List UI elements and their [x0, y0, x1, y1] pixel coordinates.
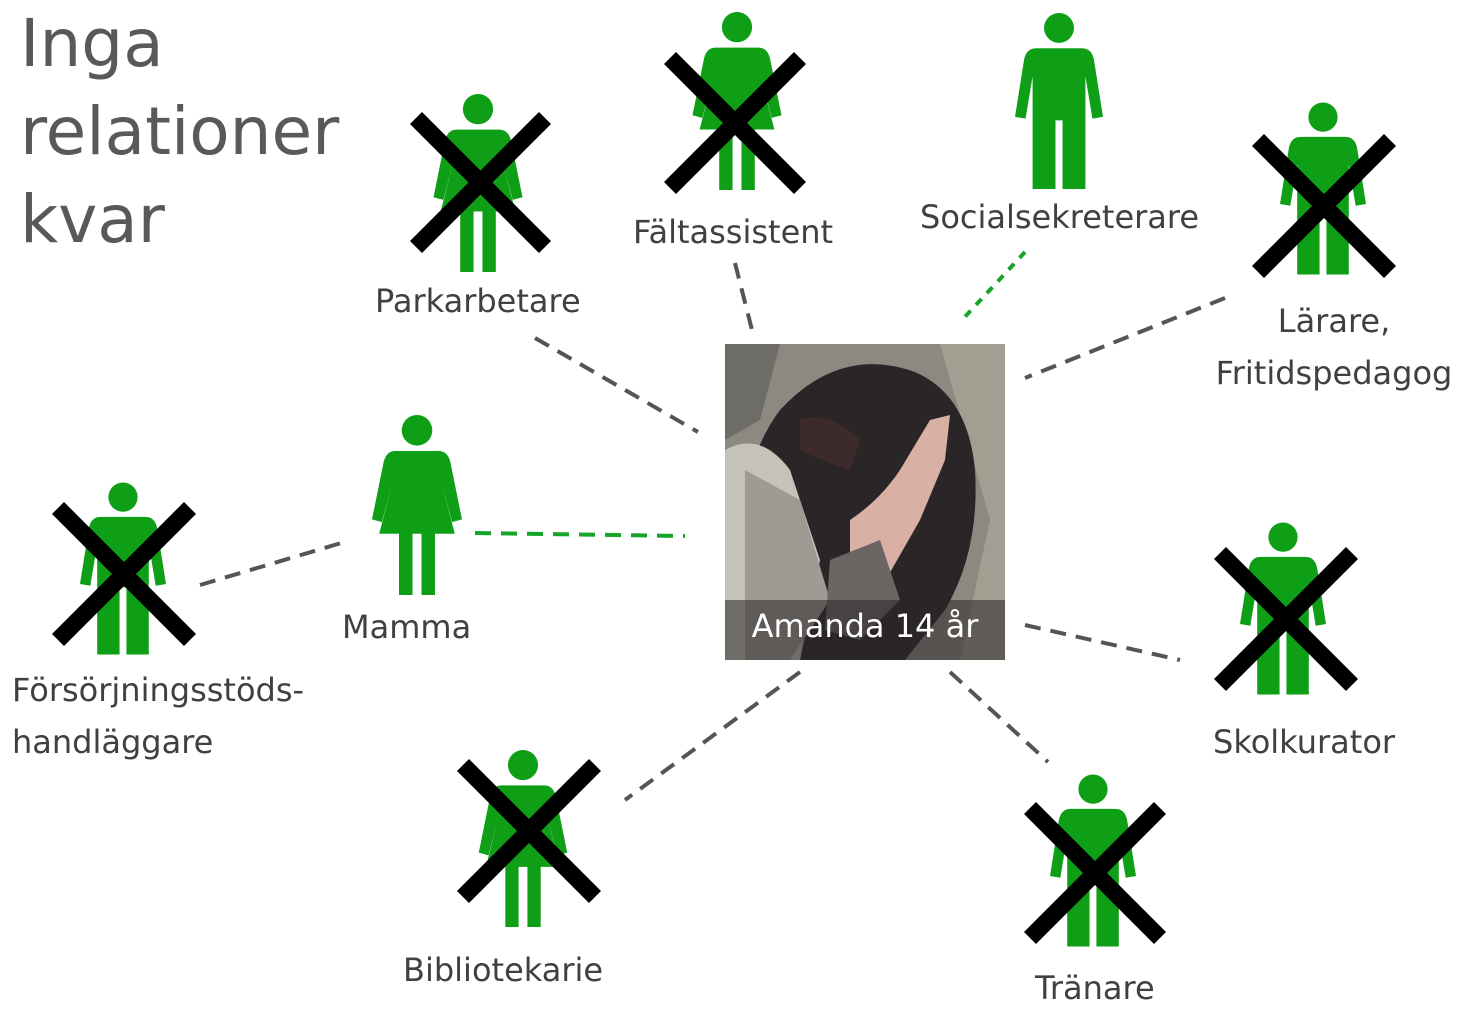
connector-parkarbetare — [534, 336, 699, 434]
label-bibliotekarie: Bibliotekarie — [403, 951, 604, 989]
label-forsorjning: Försörjningsstöds- handläggare — [12, 664, 304, 768]
slide-title: Inga relationer kvar — [20, 0, 339, 264]
label-parkarbetare: Parkarbetare — [375, 282, 581, 320]
label-larare-line-1: Lärare, — [1277, 302, 1391, 340]
cross-mark-icon — [1251, 133, 1397, 279]
connector-mamma — [474, 531, 686, 538]
cross-mark-icon — [409, 111, 552, 254]
connector-socialsekreterare — [960, 250, 1027, 322]
cross-mark-icon — [1023, 801, 1167, 945]
connector-bibliotekarie — [623, 670, 802, 802]
figure-larare — [1251, 102, 1397, 279]
cross-mark-icon — [663, 51, 807, 195]
title-line-1: Inga — [20, 5, 164, 82]
figure-faltassistent — [663, 12, 807, 195]
label-tranare: Tränare — [1035, 969, 1155, 1007]
label-forsorjning-line-2: handläggare — [12, 723, 214, 761]
figure-bibliotekarie — [456, 750, 602, 927]
connector-skolkurator — [1024, 623, 1181, 662]
label-forsorjning-line-1: Försörjningsstöds- — [12, 671, 305, 709]
label-socialsekreterare: Socialsekreterare — [920, 198, 1200, 236]
connectors — [199, 250, 1226, 802]
cross-mark-icon — [1213, 546, 1359, 692]
connector-faltassistent — [733, 262, 754, 331]
label-faltassistent: Fältassistent — [633, 213, 834, 251]
person-icon — [372, 415, 462, 595]
title-line-3: kvar — [20, 181, 165, 258]
center-caption: Amanda 14 år — [751, 607, 979, 645]
label-skolkurator: Skolkurator — [1213, 723, 1396, 761]
figure-mamma — [372, 415, 462, 595]
figure-skolkurator — [1213, 522, 1359, 695]
figure-socialsekreterare — [1015, 13, 1103, 189]
connector-larare — [1024, 296, 1226, 380]
title-line-2: relationer — [20, 93, 340, 170]
person-icon — [1015, 13, 1103, 189]
label-mamma: Mamma — [342, 608, 472, 646]
figure-forsorjning — [51, 482, 197, 655]
center-photo — [725, 344, 1005, 660]
figure-parkarbetare — [409, 94, 552, 272]
cross-mark-icon — [51, 501, 197, 647]
cross-mark-icon — [456, 758, 602, 904]
figure-tranare — [1023, 774, 1167, 947]
connector-forsorjning — [199, 539, 349, 587]
label-larare-line-2: Fritidspedagog — [1215, 354, 1453, 392]
connector-tranare — [948, 670, 1050, 764]
label-larare: Lärare, Fritidspedagog — [1205, 295, 1463, 399]
